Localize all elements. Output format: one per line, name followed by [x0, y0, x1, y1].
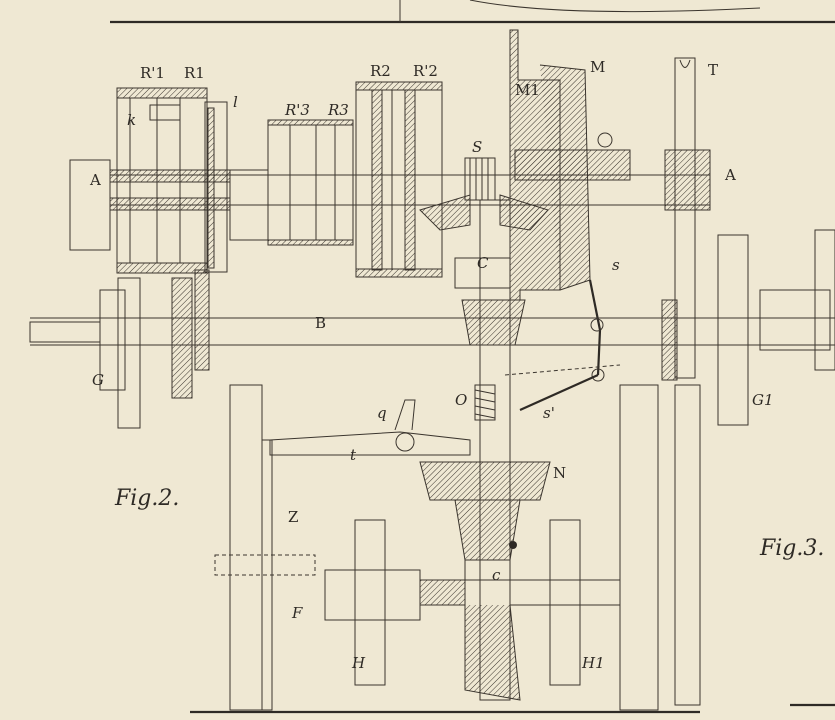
- label-c: c: [492, 566, 501, 584]
- label-A-left: A: [89, 171, 101, 189]
- label-G: G: [92, 371, 104, 389]
- label-M1: M1: [515, 81, 540, 99]
- label-R3-prime: R'3: [284, 101, 310, 119]
- label-R3: R3: [327, 101, 349, 119]
- label-t: t: [350, 446, 357, 464]
- friction-cone-N: [419, 461, 551, 581]
- lever-s: [504, 132, 621, 412]
- pulley-H: [214, 519, 466, 686]
- label-Z: Z: [288, 508, 298, 526]
- clutch-M: [509, 29, 631, 301]
- figure-2-caption: Fig.2.: [114, 486, 179, 511]
- gear-block-R1: [116, 87, 228, 274]
- label-R1-prime: R'1: [140, 64, 165, 82]
- gear-pair-R3: [267, 119, 354, 246]
- label-s-prime: s': [543, 404, 555, 422]
- label-k: k: [127, 111, 136, 129]
- shaft-B: [29, 277, 835, 429]
- top-border: [110, 0, 835, 24]
- label-C: C: [477, 254, 489, 272]
- label-N: N: [553, 464, 566, 482]
- label-R2-prime: R'2: [413, 62, 438, 80]
- label-M: M: [590, 58, 605, 76]
- label-O: O: [455, 391, 467, 409]
- label-l: l: [233, 93, 238, 111]
- label-S: S: [472, 138, 482, 156]
- label-F: F: [291, 604, 303, 622]
- label-H: H: [351, 654, 366, 672]
- pulley-T: [661, 57, 711, 381]
- label-R1: R1: [184, 64, 205, 82]
- label-A-right: A: [724, 166, 736, 184]
- figure-3-caption: Fig.3.: [759, 536, 824, 561]
- label-B: B: [315, 314, 326, 332]
- label-s: s: [612, 256, 620, 274]
- vertical-shaft: [454, 199, 526, 701]
- pulley-G1: [717, 234, 831, 426]
- rack-pinion-2: [194, 269, 210, 371]
- rack-pinion: [171, 277, 193, 399]
- pulley-H1: [464, 519, 621, 701]
- gear-pair-R2: [355, 81, 443, 278]
- label-H1: H1: [581, 654, 605, 672]
- label-G1: G1: [752, 391, 774, 409]
- label-R2: R2: [370, 62, 391, 80]
- label-q: q: [377, 404, 387, 422]
- label-T: T: [708, 61, 718, 79]
